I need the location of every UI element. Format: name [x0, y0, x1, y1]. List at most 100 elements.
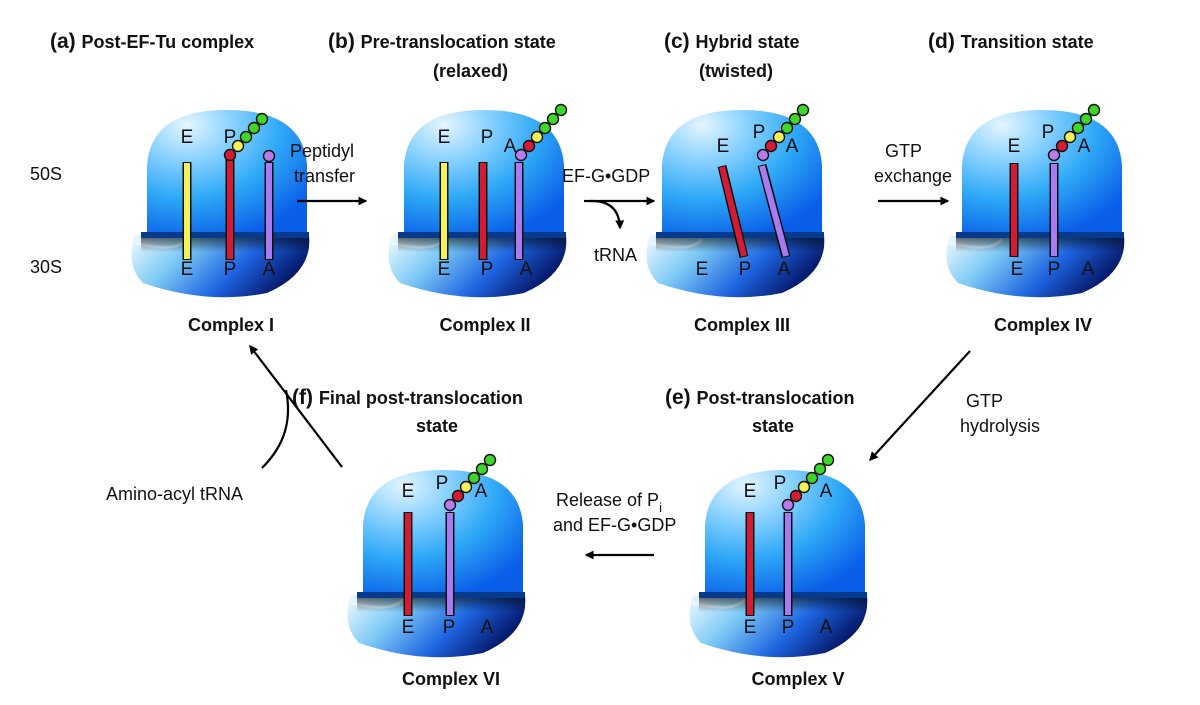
site-p-bottom-d: P	[1048, 259, 1061, 280]
site-p-top-f: P	[436, 473, 449, 494]
state-letter-d: (d)	[928, 30, 961, 53]
step-gtp-hydrolysis: GTP hydrolysis	[869, 350, 1040, 461]
step-gtp-hydrolysis-line1: GTP	[966, 391, 1003, 411]
peptide-bead-c-4	[788, 112, 802, 126]
state-title-b-line2: (relaxed)	[433, 61, 508, 81]
trna-a-tip-a	[262, 149, 276, 163]
site-a-bottom-a: A	[263, 259, 276, 280]
state-name-b: Pre-translocation state	[361, 32, 556, 52]
state-name-f: Final post-translocation	[319, 388, 523, 408]
site-p-top-a: P	[224, 127, 237, 148]
state-title-b: (b) Pre-translocation state (relaxed)	[328, 30, 556, 81]
peptide-bead-e-1	[789, 489, 803, 503]
peptide-bead-c-3	[780, 121, 794, 135]
state-name-e: Post-translocation	[697, 388, 855, 408]
step-gtp-exchange: GTP exchange	[874, 141, 952, 206]
complex-label-f: Complex VI	[402, 669, 500, 689]
peptide-bead-d-1	[1055, 139, 1069, 153]
large-subunit-c	[662, 110, 822, 235]
step-release: Release of Pi and EF-G•GDP	[553, 490, 676, 560]
state-title-a-line1: (a) Post-EF-Tu complex	[50, 30, 254, 53]
site-p-top-b: P	[481, 127, 494, 148]
peptide-bead-f-0	[443, 498, 457, 512]
step-gtp-hydrolysis-line2: hydrolysis	[960, 416, 1040, 436]
complex-label-c: Complex III	[694, 315, 790, 335]
peptide-bead-c-5	[796, 103, 810, 117]
state-letter-c: (c)	[664, 30, 696, 53]
step-release-subscript: i	[659, 500, 662, 515]
subunit-seam-a	[141, 232, 309, 238]
subunit-seam-e	[699, 592, 867, 598]
subunit-shadow-d	[956, 238, 1124, 252]
state-title-c-line2: (twisted)	[699, 61, 773, 81]
site-p-bottom-f: P	[443, 617, 456, 638]
state-name-a: Post-EF-Tu complex	[82, 32, 255, 52]
step-trna-label: tRNA	[594, 245, 637, 265]
peptide-bead-a-4	[255, 112, 269, 126]
peptide-bead-a-0	[223, 148, 237, 162]
site-a-bottom-e: A	[820, 617, 833, 638]
subunit-shadow-f	[357, 598, 525, 612]
step-release-main: Release of P	[556, 490, 659, 510]
state-title-d: (d) Transition state	[928, 30, 1094, 53]
state-letter-f: (f)	[292, 386, 319, 409]
subunit-30s-label: 30S	[30, 257, 62, 277]
site-e-bottom-b: E	[438, 259, 451, 280]
peptide-bead-c-0	[756, 148, 770, 162]
peptide-bead-c-2	[772, 130, 786, 144]
trna-a-c-fill	[759, 165, 789, 257]
site-a-top-f: A	[475, 481, 488, 502]
site-e-top-f: E	[402, 481, 415, 502]
peptide-bead-d-3	[1071, 121, 1085, 135]
peptide-bead-d-0	[1047, 148, 1061, 162]
site-a-top-e: A	[820, 481, 833, 502]
site-e-top-b: E	[438, 127, 451, 148]
site-p-bottom-e: P	[782, 617, 795, 638]
step-ef-g-gdp-label: EF-G•GDP	[562, 166, 650, 186]
trna-p-c-fill	[719, 166, 747, 257]
site-a-bottom-f: A	[481, 617, 494, 638]
step-gtp-exchange-line1: GTP	[885, 141, 922, 161]
peptide-bead-f-3	[467, 471, 481, 485]
state-title-f: (f) Final post-translocation state	[292, 386, 523, 436]
state-title-d-line1: (d) Transition state	[928, 30, 1094, 53]
state-title-c-line1: (c) Hybrid state	[664, 30, 800, 53]
peptide-bead-b-5	[554, 103, 568, 117]
site-a-top-d: A	[1078, 136, 1091, 157]
peptide-bead-c-1	[764, 139, 778, 153]
step-ef-g-binding: EF-G•GDP tRNA	[562, 166, 656, 265]
state-title-c: (c) Hybrid state (twisted)	[664, 30, 800, 81]
state-title-f-line2: state	[416, 416, 458, 436]
arrow-trna-release	[589, 199, 625, 230]
peptide-bead-f-5	[483, 453, 497, 467]
site-p-bottom-c: P	[739, 259, 752, 280]
state-letter-b: (b)	[328, 30, 361, 53]
complex-label-e: Complex V	[751, 669, 844, 689]
state-title-e-line1: (e) Post-translocation	[665, 386, 855, 409]
peptide-bead-f-2	[459, 480, 473, 494]
peptide-bead-d-4	[1079, 112, 1093, 126]
site-p-bottom-a: P	[224, 259, 237, 280]
peptide-bead-e-4	[813, 462, 827, 476]
step-gtp-exchange-line2: exchange	[874, 166, 952, 186]
peptide-bead-f-4	[475, 462, 489, 476]
state-title-a: (a) Post-EF-Tu complex	[50, 30, 254, 53]
peptide-bead-d-2	[1063, 130, 1077, 144]
large-subunit-f	[363, 470, 523, 595]
step-peptidyl-transfer-line2: transfer	[294, 166, 355, 186]
peptide-bead-e-5	[821, 453, 835, 467]
site-p-bottom-b: P	[481, 259, 494, 280]
site-p-top-e: P	[774, 473, 787, 494]
site-a-bottom-b: A	[520, 259, 533, 280]
peptide-bead-b-1	[522, 139, 536, 153]
site-a-top-b: A	[504, 136, 517, 157]
step-peptidyl-transfer-line1: Peptidyl	[290, 141, 354, 161]
site-e-bottom-e: E	[744, 617, 757, 638]
subunit-seam-d	[956, 232, 1124, 238]
